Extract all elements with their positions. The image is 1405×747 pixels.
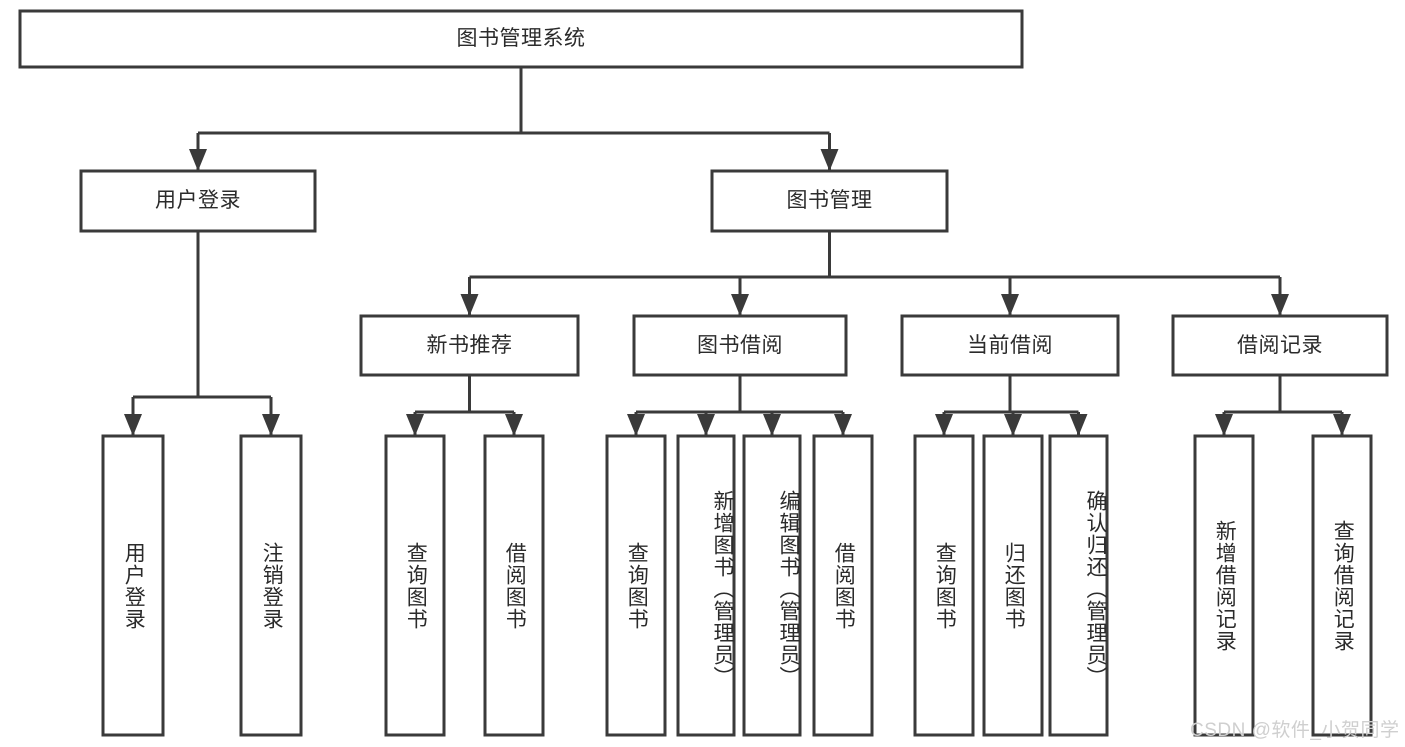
node-box-leaf-confirm-return[interactable] xyxy=(1048,434,1109,737)
node-box-leaf-borrow-book[interactable] xyxy=(812,434,874,737)
node-box-leaf-query-borrow-record[interactable] xyxy=(1311,434,1373,737)
node-box-book-management[interactable] xyxy=(710,169,949,233)
node-box-new-book-recommend[interactable] xyxy=(359,314,580,377)
node-box-leaf-return-book[interactable] xyxy=(982,434,1044,737)
arrow-head-icon-leaf-user-login xyxy=(124,414,142,436)
arrow-head-icon-leaf-confirm-return xyxy=(1069,414,1088,436)
node-box-leaf-query-book-recommend[interactable] xyxy=(384,434,446,737)
arrow-head-icon-leaf-edit-book xyxy=(763,414,781,436)
node-box-leaf-add-book[interactable] xyxy=(676,434,736,737)
boxes-group xyxy=(18,9,1389,737)
node-box-user-login[interactable] xyxy=(79,169,317,233)
arrow-head-icon-leaf-query-book-current xyxy=(935,414,953,436)
arrow-head-icon-leaf-query-borrow-record xyxy=(1333,414,1351,436)
arrow-head-icon-leaf-return-book xyxy=(1004,414,1022,436)
node-box-leaf-add-borrow-record[interactable] xyxy=(1193,434,1255,737)
node-box-borrow-record[interactable] xyxy=(1171,314,1389,377)
arrow-head-icon-leaf-borrow-book xyxy=(834,414,852,436)
node-box-current-borrow[interactable] xyxy=(900,314,1120,377)
arrow-head-icon-leaf-query-book-recommend xyxy=(406,414,424,436)
arrow-head-icon-leaf-user-logout xyxy=(262,414,280,436)
arrow-head-icon-new-book-recommend xyxy=(460,294,479,316)
node-box-leaf-user-logout[interactable] xyxy=(239,434,303,737)
arrow-head-icon-current-borrow xyxy=(1001,294,1019,316)
arrow-head-icon-leaf-query-book-borrow xyxy=(627,414,645,436)
node-box-leaf-user-login[interactable] xyxy=(101,434,165,737)
arrow-head-icon-leaf-add-borrow-record xyxy=(1215,414,1233,436)
node-box-root[interactable] xyxy=(18,9,1024,69)
node-box-leaf-edit-book[interactable] xyxy=(742,434,802,737)
edges-group xyxy=(124,67,1351,436)
arrow-head-icon-leaf-add-book xyxy=(697,414,715,436)
arrow-head-icon-book-borrow xyxy=(731,294,749,316)
arrow-head-icon-user-login xyxy=(189,149,207,171)
arrow-head-icon-book-management xyxy=(820,149,839,171)
arrow-head-icon-leaf-borrow-book-recommend xyxy=(505,414,523,436)
arrow-head-icon-borrow-record xyxy=(1271,294,1289,316)
node-box-leaf-query-book-current[interactable] xyxy=(913,434,975,737)
node-box-leaf-borrow-book-recommend[interactable] xyxy=(483,434,545,737)
node-box-leaf-query-book-borrow[interactable] xyxy=(605,434,667,737)
node-box-book-borrow[interactable] xyxy=(632,314,848,377)
